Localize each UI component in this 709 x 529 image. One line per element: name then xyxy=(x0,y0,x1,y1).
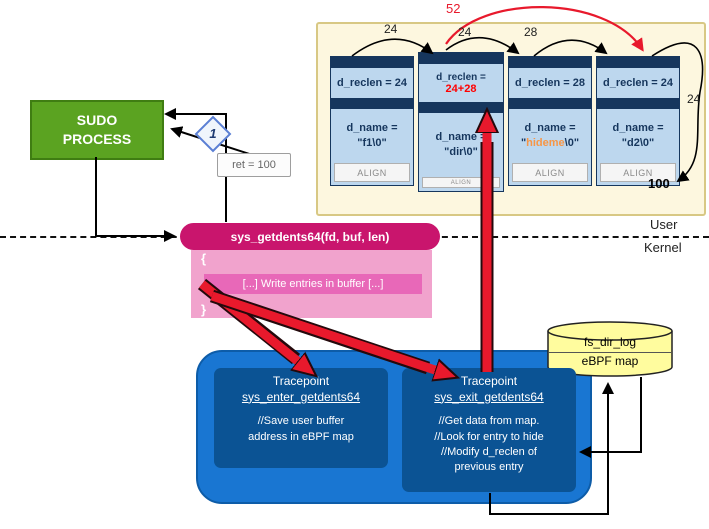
step-1-number: 1 xyxy=(209,126,217,141)
tracepoint-enter-box: Tracepoint sys_enter_getdents64 //Save u… xyxy=(214,368,388,468)
entry-name-label: d_name = xyxy=(346,121,398,134)
write-entries-highlight: [...] Write entries in buffer [...] xyxy=(204,274,422,294)
entry-name-label: d_name = xyxy=(612,121,664,134)
entry-header-bar xyxy=(597,57,679,68)
entry-name-value: "dir\0" xyxy=(444,145,478,158)
sudo-process-box: SUDO PROCESS xyxy=(30,100,164,160)
arrow-process-to-syscall xyxy=(95,157,176,242)
entry-reclen: d_reclen = 24 xyxy=(602,77,674,89)
kernel-space-label: Kernel xyxy=(644,240,682,255)
hidden-file-name: hideme xyxy=(526,136,565,149)
entry-align: ALIGN xyxy=(422,177,500,188)
entry-reclen-modified: d_reclen = 24+28 xyxy=(419,64,503,102)
entry-reclen: d_reclen = 28 xyxy=(514,77,586,89)
entry-reclen-label: d_reclen = xyxy=(436,71,486,83)
entry-name-value: "hideme\0" xyxy=(520,136,580,149)
arc-label-52-skip: 52 xyxy=(446,1,461,16)
ebpf-map-cylinder: fs_dir_log eBPF map xyxy=(546,320,674,378)
syscall-pill: sys_getdents64(fd, buf, len) xyxy=(180,223,440,250)
entry-name-label: d_name = xyxy=(435,130,487,143)
tracepoint-exit-comment: //Get data from map. //Look for entry to… xyxy=(434,415,544,474)
entry-name-label: d_name = xyxy=(524,121,576,134)
arc-label-24-wrap: 24 xyxy=(687,92,701,106)
ebpf-map-name: fs_dir_log xyxy=(583,335,637,349)
entry-header-bar xyxy=(331,57,413,68)
return-value-box: ret = 100 xyxy=(217,153,291,177)
cylinder-divider xyxy=(549,352,671,353)
open-brace: { xyxy=(201,251,207,266)
entry-separator-bar xyxy=(331,98,413,109)
entry-header-bar xyxy=(509,57,591,68)
dirent-entry-hideme: d_reclen = 28 d_name = "hideme\0" ALIGN xyxy=(508,56,592,186)
tracepoint-exit-kind: Tracepoint xyxy=(460,374,518,388)
entry-name: d_name = "f1\0" xyxy=(331,109,413,161)
dirent-entry-d2: d_reclen = 24 d_name = "d2\0" ALIGN xyxy=(596,56,680,186)
entry-name-value: "f1\0" xyxy=(357,136,387,149)
entry-name: d_name = "d2\0" xyxy=(597,109,679,161)
entry-separator-bar xyxy=(509,98,591,109)
entry-separator-bar xyxy=(419,102,503,113)
dirent-entry-dir: d_reclen = 24+28 d_name = "dir\0" ALIGN xyxy=(418,52,504,192)
entry-reclen: d_reclen = 24 xyxy=(336,77,408,89)
arc-label-28: 28 xyxy=(524,25,538,39)
entry-align: ALIGN xyxy=(512,163,588,182)
cylinder-shape xyxy=(547,321,673,377)
entry-align: ALIGN xyxy=(334,163,410,182)
user-space-label: User xyxy=(650,217,678,232)
tracepoint-enter-comment: //Save user buffer address in eBPF map xyxy=(248,415,354,443)
tracepoint-exit-box: Tracepoint sys_exit_getdents64 //Get dat… xyxy=(402,368,576,492)
entry-name-value: "d2\0" xyxy=(621,136,655,149)
tracepoint-exit-name: sys_exit_getdents64 xyxy=(434,389,544,404)
arc-label-24-a: 24 xyxy=(384,22,398,36)
kernel-code-box: { [...] Write entries in buffer [...] } xyxy=(191,250,432,318)
arc-label-24-b: 24 xyxy=(458,25,472,39)
entry-name: d_name = "dir\0" xyxy=(419,113,503,175)
entry-name: d_name = "hideme\0" xyxy=(509,109,591,161)
tracepoint-enter-kind: Tracepoint xyxy=(272,374,330,388)
dirent-entry-f1: d_reclen = 24 d_name = "f1\0" ALIGN xyxy=(330,56,414,186)
ebpf-map-type: eBPF map xyxy=(581,354,639,368)
entry-separator-bar xyxy=(597,98,679,109)
entry-reclen-value-modified: 24+28 xyxy=(445,82,477,95)
step-1-marker: 1 xyxy=(194,115,232,153)
close-brace: } xyxy=(201,302,207,317)
entry-header-bar xyxy=(419,53,503,64)
tracepoint-enter-name: sys_enter_getdents64 xyxy=(241,389,361,404)
buffer-total-label: 100 xyxy=(648,176,670,191)
